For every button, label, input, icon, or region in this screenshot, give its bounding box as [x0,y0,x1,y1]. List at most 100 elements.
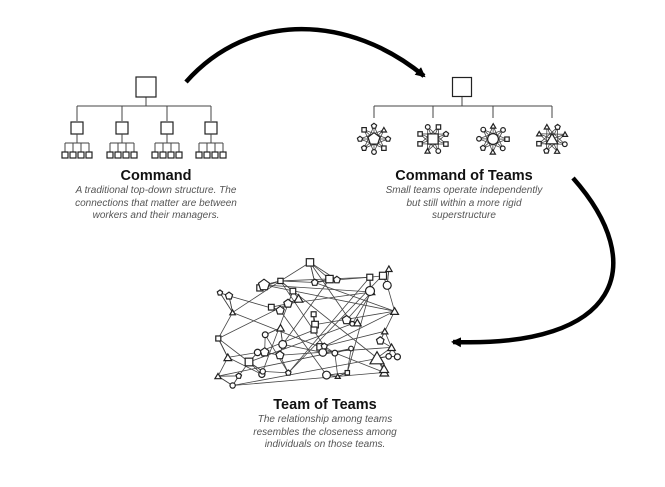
pentagon-node [367,131,381,145]
network-link [280,280,315,283]
square-node [310,311,317,318]
circle-node [331,349,339,357]
network-link [279,310,327,376]
square-node [344,369,351,376]
square-node [443,141,449,147]
pentagon-node [543,147,550,154]
square-node [267,303,275,311]
circle-node [364,285,376,297]
triangle-node [489,122,497,129]
command-of-teams-description-line: superstructure [432,210,496,221]
team-of-teams-description: The relationship among teams resembles t… [205,414,445,452]
circle-node [424,124,431,130]
square-node [381,145,387,152]
team-link [546,126,566,145]
pentagon-node [356,135,364,142]
network-link [280,280,378,359]
network-link [346,291,372,321]
worker-square [122,151,130,159]
network-link [263,284,372,293]
square-node [310,326,318,334]
command-org-chart [61,76,227,159]
network-link [287,276,371,374]
circle-node [476,135,482,142]
pentagon-node [479,144,487,151]
network-link [334,353,339,377]
triangle-node [293,293,304,303]
arrow-command-of-teams-to-team-of-teams [451,176,616,348]
triangle-node [378,363,390,374]
circle-node [385,353,393,360]
network-link [217,338,229,358]
circle-node [480,126,487,133]
triangle-node [222,352,233,362]
square-node [325,274,334,284]
pentagon-node [332,275,342,284]
command-title: Command [120,168,192,184]
square-node [289,287,297,295]
pentagon-node [275,305,285,315]
square-node [417,141,423,147]
triangle-node [389,306,400,315]
circle-node [349,320,356,327]
square-node [435,124,442,130]
network-link [282,278,330,345]
worker-square [151,151,159,159]
pentagon-node [360,144,368,151]
manager-square [115,121,129,135]
worker-square [85,151,93,159]
team-of-teams-network [213,258,402,389]
network-link [217,312,233,339]
circle-node [318,347,328,357]
triangle-node [561,130,569,137]
circle-node [371,149,377,155]
pentagon-node [224,291,234,300]
worker-square [211,151,219,159]
worker-square [195,151,203,159]
manager-square [204,121,218,135]
square-node [215,335,222,342]
triangle-node [352,317,363,327]
pentagon-node [375,336,385,345]
network-link [288,268,390,374]
triangle-node [384,264,394,273]
triangle-node [334,372,342,379]
circle-node [435,148,442,154]
pentagon-node [284,369,292,376]
arrow-command-to-command-of-teams [184,26,426,84]
triangle-node [543,123,551,130]
circle-node [229,382,236,389]
square-node [427,133,439,145]
circle-node [278,339,288,349]
worker-square [167,151,175,159]
network-link [227,352,258,358]
worker-square [175,151,183,159]
triangle-node [423,147,432,154]
team-of-teams-description-line: individuals on those teams. [264,439,386,450]
command-of-teams-chart [356,76,569,155]
triangle-node [380,126,388,133]
top-manager-square [135,76,157,98]
command-description-line: connections that matter are between [75,197,237,209]
square-node [277,277,284,285]
command-of-teams-description-line: but still within a more rigid [406,197,522,209]
command-description: A traditional top-down structure. The co… [26,185,286,223]
network-link [314,282,395,312]
circle-node [348,345,355,352]
pentagon-node [384,135,392,142]
pentagon-node [554,123,561,130]
network-link [282,343,323,353]
network-link [219,292,233,313]
pentagon-node [216,289,224,296]
circle-node [393,353,402,361]
network-link [280,280,325,347]
triangle-node [368,350,386,365]
triangle-node [213,372,223,380]
command-description-line: workers and their managers. [92,210,220,221]
network-link [314,310,395,326]
pentagon-node [310,278,319,286]
pentagon-node [370,122,378,129]
network-link [217,348,352,377]
square-node [536,140,542,147]
